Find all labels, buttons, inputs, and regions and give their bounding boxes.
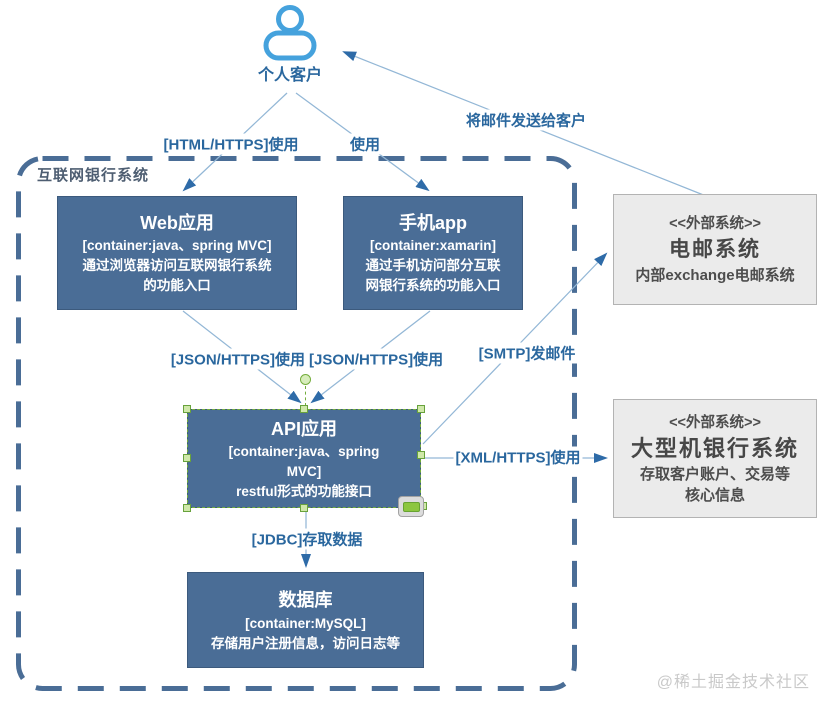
node-title: 电邮系统 <box>669 238 761 261</box>
node-title: API应用 <box>270 418 337 439</box>
node-mainframe-bank-system[interactable]: <<外部系统>> 大型机银行系统 存取客户账户、交易等核心信息 <box>613 399 817 518</box>
selection-handle-bottom-mid[interactable] <box>300 504 308 512</box>
node-description: 存取客户账户、交易等核心信息 <box>639 465 790 504</box>
node-email-system[interactable]: <<外部系统>> 电邮系统 内部exchange电邮系统 <box>613 194 817 305</box>
edge-label-person-web: [HTML/HTTPS]使用 <box>161 133 301 155</box>
edge-label-email-person: 将邮件发送给客户 <box>463 109 589 131</box>
node-description: 存储用户注册信息，访问日志等 <box>211 636 400 651</box>
node-description: 通过浏览器访问互联网银行系统的功能入口 <box>82 258 272 293</box>
node-description: 通过手机访问部分互联网银行系统的功能入口 <box>365 258 501 293</box>
selection-handle-mid-left[interactable] <box>183 454 191 462</box>
node-technology: [container:MySQL] <box>245 616 366 631</box>
selection-handle-bottom-left[interactable] <box>183 504 191 512</box>
node-technology: [container:java、spring MVC] <box>228 443 380 479</box>
person-icon[interactable] <box>263 2 317 62</box>
edge-label-web-api: [JSON/HTTPS]使用 <box>168 348 307 370</box>
edge-label-app-api: [JSON/HTTPS]使用 <box>307 348 446 370</box>
selection-handle-top-left[interactable] <box>183 405 191 413</box>
node-title: 手机app <box>398 213 467 233</box>
node-mobile-app[interactable]: 手机app [container:xamarin] 通过手机访问部分互联网银行系… <box>343 196 523 310</box>
node-database[interactable]: 数据库 [container:MySQL] 存储用户注册信息，访问日志等 <box>187 572 424 668</box>
system-boundary[interactable] <box>16 156 577 691</box>
edge-label-api-email: [SMTP]发邮件 <box>476 342 578 364</box>
node-technology: [container:java、spring MVC] <box>82 238 272 253</box>
node-stereotype: <<外部系统>> <box>669 216 761 232</box>
node-description: 内部exchange电邮系统 <box>635 267 795 284</box>
actor-label: 个人客户 <box>257 67 323 84</box>
selection-handle-top-mid[interactable] <box>300 405 308 413</box>
edge-label-api-mainframe: [XML/HTTPS]使用 <box>453 446 583 468</box>
node-technology: [container:xamarin] <box>369 238 497 253</box>
node-stereotype: <<外部系统>> <box>669 414 761 431</box>
connection-point[interactable] <box>300 374 311 385</box>
watermark: @稀土掘金技术社区 <box>656 674 810 691</box>
node-title: Web应用 <box>140 213 214 233</box>
selection-handle-mid-right[interactable] <box>417 451 425 459</box>
node-api-app[interactable]: API应用 [container:java、spring MVC] restfu… <box>187 409 421 508</box>
node-description: restful形式的功能接口 <box>236 483 372 499</box>
edge-label-api-db: [JDBC]存取数据 <box>249 528 365 550</box>
collapse-icon <box>402 501 420 512</box>
edge-label-person-app: 使用 <box>347 133 383 155</box>
selection-handle-top-right[interactable] <box>417 405 425 413</box>
connection-dashed-line <box>305 386 306 406</box>
node-title: 数据库 <box>278 590 333 610</box>
node-title: 大型机银行系统 <box>630 435 799 461</box>
node-web-app[interactable]: Web应用 [container:java、spring MVC] 通过浏览器访… <box>57 196 297 310</box>
collapse-button[interactable] <box>398 496 424 517</box>
system-boundary-label: 互联网银行系统 <box>37 167 150 184</box>
